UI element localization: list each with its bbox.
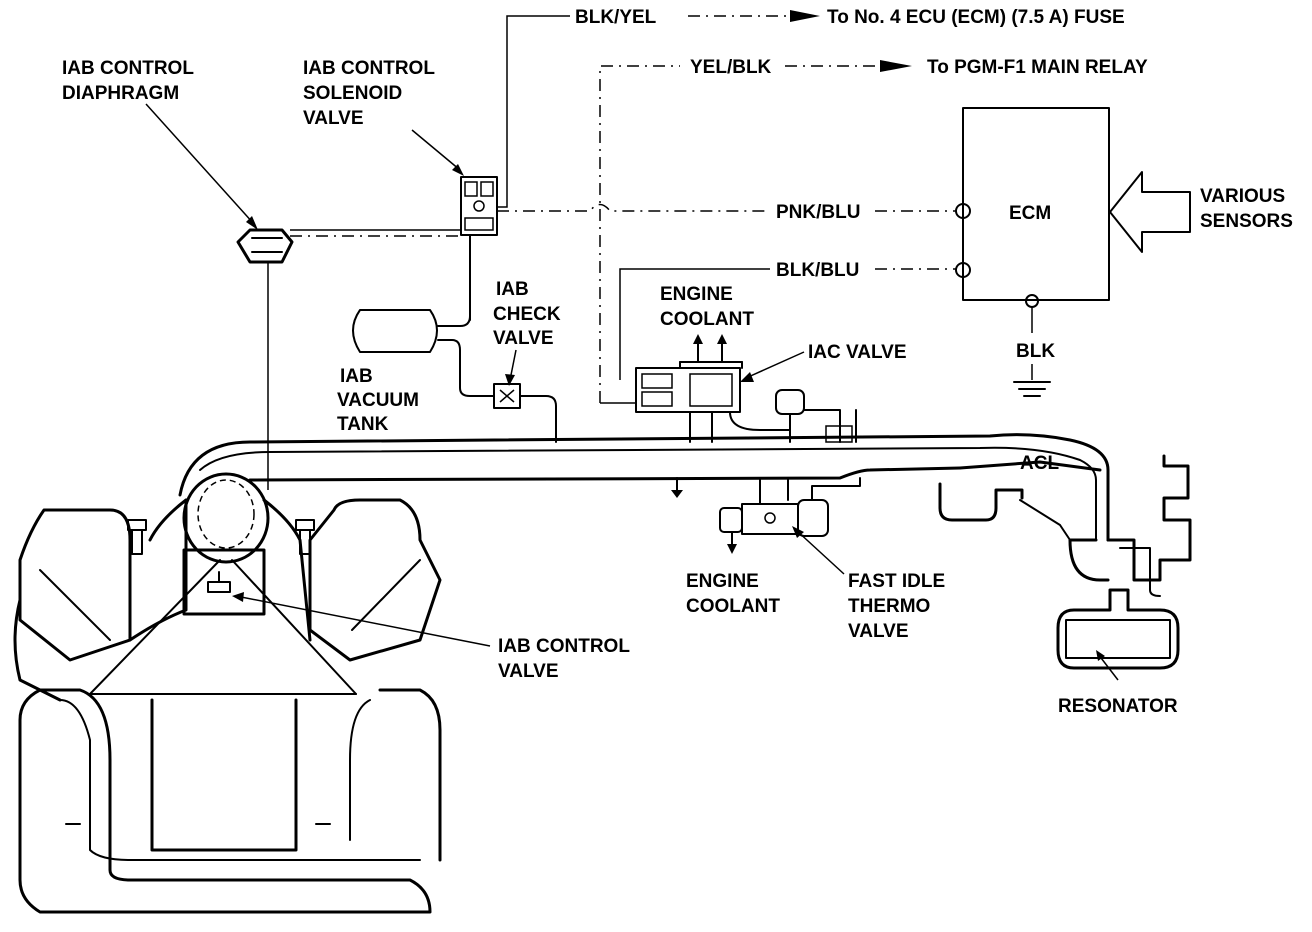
- arrow-to-fuse: [790, 10, 820, 22]
- label-iab-control-diaphragm-1: IAB CONTROL: [62, 58, 194, 79]
- wire-blk-yel-path: [497, 15, 570, 208]
- wire-dest-relay: To PGM-F1 MAIN RELAY: [927, 57, 1148, 78]
- label-iab-control-valve-2: VALVE: [498, 661, 559, 682]
- label-iab-vacuum-tank-1: IAB: [340, 366, 373, 387]
- label-iab-check-2: CHECK: [493, 304, 561, 325]
- label-engine-coolant-bottom-1: ENGINE: [686, 571, 759, 592]
- label-iab-control-solenoid-1: IAB CONTROL: [303, 58, 435, 79]
- iab-vacuum-tank-icon: [352, 239, 495, 397]
- label-engine-coolant-top-1: ENGINE: [660, 284, 733, 305]
- resonator-icon: [1056, 588, 1180, 670]
- fuel-injector-right: [295, 519, 315, 555]
- wire-label-blk-yel: BLK/YEL: [575, 7, 657, 28]
- label-engine-coolant-top-2: COOLANT: [660, 309, 754, 330]
- various-sensors-arrow: [1109, 171, 1191, 253]
- label-blk-ground: BLK: [1016, 341, 1055, 362]
- label-iab-vacuum-tank-2: VACUUM: [337, 390, 419, 411]
- ecm-module: ECM: [962, 107, 1191, 301]
- iab-control-valve-icon: [182, 548, 266, 616]
- label-iab-control-solenoid-2: SOLENOID: [303, 83, 402, 104]
- leader-lines: [145, 103, 1119, 681]
- label-engine-coolant-bottom-2: COOLANT: [686, 596, 780, 617]
- label-various-sensors-2: SENSORS: [1200, 211, 1293, 232]
- label-fast-idle-3: VALVE: [848, 621, 909, 642]
- iab-components: [236, 176, 557, 490]
- iac-valve-assembly: [635, 334, 857, 443]
- wire-label-yel-blk: YEL/BLK: [690, 57, 772, 78]
- label-iab-check-1: IAB: [496, 279, 529, 300]
- wire-label-pnk-blu: PNK/BLU: [776, 202, 860, 223]
- iac-valve-icon: [635, 367, 741, 413]
- label-fast-idle-1: FAST IDLE: [848, 571, 945, 592]
- throttle-body: [182, 472, 270, 564]
- intake-plenum: [178, 433, 1192, 670]
- engine-block: [13, 472, 442, 914]
- label-iab-vacuum-tank-3: TANK: [337, 414, 389, 435]
- label-iab-control-diaphragm-2: DIAPHRAGM: [62, 83, 179, 104]
- wire-dest-fuse: To No. 4 ECU (ECM) (7.5 A) FUSE: [827, 7, 1125, 28]
- ground-symbol: [1013, 381, 1051, 397]
- label-iac-valve: IAC VALVE: [808, 342, 907, 363]
- label-iab-control-solenoid-3: VALVE: [303, 108, 364, 129]
- iab-control-solenoid-valve-icon: [460, 176, 498, 321]
- iab-check-valve-icon: [493, 383, 557, 443]
- fast-idle-thermo-valve-icon: [741, 503, 799, 535]
- label-fast-idle-2: THERMO: [848, 596, 930, 617]
- arrow-to-relay: [880, 60, 912, 72]
- label-iab-control-valve-1: IAB CONTROL: [498, 636, 630, 657]
- fast-idle-thermo-valve-assembly: [719, 477, 861, 554]
- wire-label-blk-blu: BLK/BLU: [776, 260, 859, 281]
- text-labels: IAB CONTROL DIAPHRAGM IAB CONTROL SOLENO…: [62, 7, 1293, 717]
- ecm-label: ECM: [1009, 203, 1051, 224]
- label-iab-check-3: VALVE: [493, 328, 554, 349]
- label-acl: ACL: [1020, 453, 1059, 474]
- label-resonator: RESONATOR: [1058, 696, 1178, 717]
- fuel-injector-left: [127, 519, 147, 555]
- label-various-sensors-1: VARIOUS: [1200, 186, 1285, 207]
